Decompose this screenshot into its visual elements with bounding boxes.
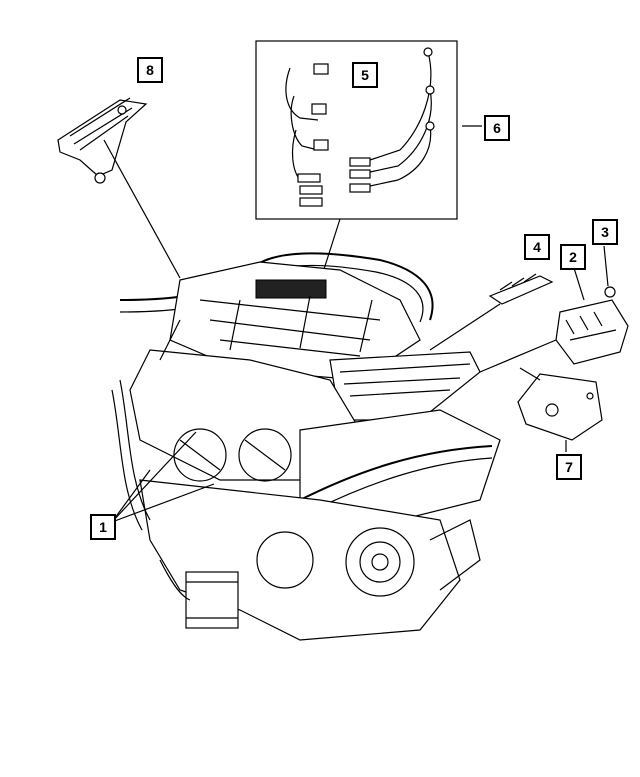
coil-bracket-part-8 [57,97,181,279]
callout-1: 1 [90,514,116,540]
callout-3: 3 [592,219,618,245]
callout-2: 2 [560,244,586,270]
connector-part-4 [429,273,554,351]
callout-7: 7 [556,454,582,480]
ignition-coil-part-2 [479,245,629,373]
callout-4: 4 [524,234,550,260]
callout-6: 6 [484,115,510,141]
callout-5: 5 [352,62,378,88]
callout-8: 8 [137,57,163,83]
coil-bracket-part-7 [517,367,603,452]
spark-plug-wire-inset [255,40,482,289]
engine-assembly [111,252,501,641]
